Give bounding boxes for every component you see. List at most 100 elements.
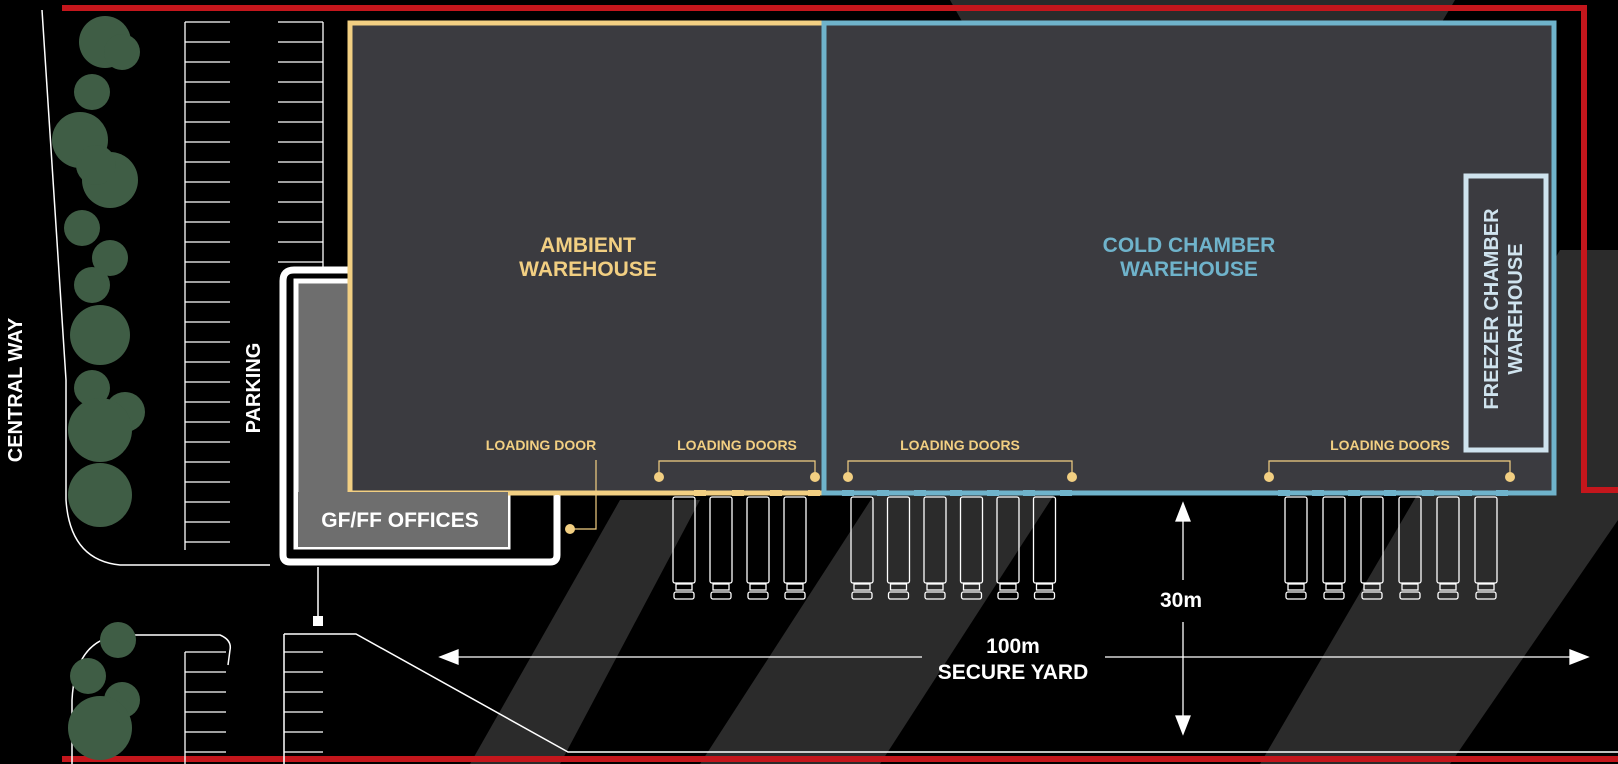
arrow-icon <box>1175 501 1191 522</box>
truck-front <box>673 591 695 600</box>
truck-trailer <box>1436 496 1460 584</box>
parking-bays <box>184 21 324 764</box>
dot <box>565 524 575 534</box>
loading-door-mark <box>877 490 889 496</box>
loading-doors-label-cold: LOADING DOORS <box>900 437 1020 453</box>
truck-icon <box>1322 496 1346 600</box>
truck-front <box>1323 591 1345 600</box>
loading-door-mark <box>987 490 999 496</box>
truck-icon <box>1032 496 1057 600</box>
truck-trailer <box>1360 496 1384 584</box>
loading-door-mark <box>732 490 744 496</box>
truck-trailer <box>672 496 696 584</box>
truck-icon <box>709 496 733 600</box>
loading-door-mark <box>1278 490 1290 496</box>
bracket-freezer <box>1268 460 1511 477</box>
tree-icon <box>70 305 130 365</box>
dot <box>1067 472 1077 482</box>
door-marks <box>694 490 1508 496</box>
truck-trailer <box>996 496 1020 584</box>
freezer-label-line2: WAREHOUSE <box>1505 243 1527 374</box>
truck-cab <box>675 583 693 591</box>
truck-front <box>784 591 806 600</box>
truck-trailer <box>1284 496 1308 584</box>
trucks <box>672 496 1498 600</box>
truck-trailer <box>746 496 770 584</box>
truck-trailer <box>709 496 733 584</box>
trees <box>52 16 145 760</box>
truck-icon <box>1398 496 1422 600</box>
truck-front <box>1361 591 1383 600</box>
arrow-icon <box>1175 715 1191 736</box>
tree-icon <box>100 622 136 658</box>
truck-front <box>1033 591 1056 600</box>
loading-door-label: LOADING DOOR <box>486 437 596 453</box>
truck-icon <box>959 496 984 600</box>
site-boundary <box>62 5 1618 762</box>
truck-icon <box>746 496 770 600</box>
loading-door-mark <box>808 490 820 496</box>
dot <box>654 472 664 482</box>
truck-cab <box>786 583 804 591</box>
truck-cab <box>1363 583 1381 591</box>
loading-door-mark <box>1060 490 1072 496</box>
truck-front <box>924 591 946 600</box>
truck-icon <box>672 496 696 600</box>
truck-icon <box>783 496 807 600</box>
freezer-label-line1: FREEZER CHAMBER <box>1481 208 1503 410</box>
dimension-arrows <box>438 501 1590 736</box>
arrow-icon <box>1569 649 1590 665</box>
tree-icon <box>74 74 110 110</box>
tree-icon <box>92 240 128 276</box>
truck-icon <box>1284 496 1308 600</box>
truck-cab <box>853 583 871 591</box>
truck-trailer <box>1032 496 1057 584</box>
loading-door-mark <box>694 490 706 496</box>
truck-cab <box>926 583 944 591</box>
truck-icon <box>886 496 911 600</box>
truck-front <box>997 591 1019 600</box>
truck-icon <box>923 496 947 600</box>
ambient-label-line1: AMBIENT <box>540 234 636 257</box>
truck-trailer <box>923 496 947 584</box>
truck-trailer <box>1474 496 1498 584</box>
truck-front <box>710 591 732 600</box>
cold-chamber-warehouse <box>821 20 1557 496</box>
tree-icon <box>68 696 132 760</box>
truck-trailer <box>783 496 807 584</box>
loading-door-mark <box>770 490 782 496</box>
truck-trailer <box>886 496 911 584</box>
cold-label-line2: WAREHOUSE <box>1120 258 1258 281</box>
yard-boundary <box>284 633 1618 753</box>
gate-post <box>313 616 323 626</box>
dot <box>843 472 853 482</box>
truck-trailer <box>959 496 984 584</box>
truck-cab <box>1477 583 1495 591</box>
truck-cab <box>749 583 767 591</box>
boundary-top <box>62 5 1618 493</box>
tree-icon <box>64 210 100 246</box>
truck-icon <box>1360 496 1384 600</box>
truck-cab <box>1401 583 1419 591</box>
offices-label: GF/FF OFFICES <box>321 509 479 532</box>
parking-label: PARKING <box>243 343 265 434</box>
loading-doors-label-freezer: LOADING DOORS <box>1330 437 1450 453</box>
door-brackets <box>570 460 1511 530</box>
truck-cab <box>962 583 981 591</box>
loading-door-mark <box>1312 490 1324 496</box>
arrow-icon <box>438 649 459 665</box>
loading-door-mark <box>950 490 962 496</box>
truck-cab <box>889 583 908 591</box>
truck-trailer <box>1322 496 1346 584</box>
loading-door-mark <box>1422 490 1434 496</box>
ambient-warehouse <box>347 20 829 496</box>
loading-door-mark <box>1023 490 1035 496</box>
truck-front <box>851 591 873 600</box>
bracket-dots <box>565 472 1515 534</box>
dot <box>810 472 820 482</box>
tree-icon <box>68 463 132 527</box>
yard-depth-label: 30m <box>1160 589 1202 612</box>
dot <box>1505 472 1515 482</box>
truck-trailer <box>850 496 874 584</box>
truck-icon <box>850 496 874 600</box>
